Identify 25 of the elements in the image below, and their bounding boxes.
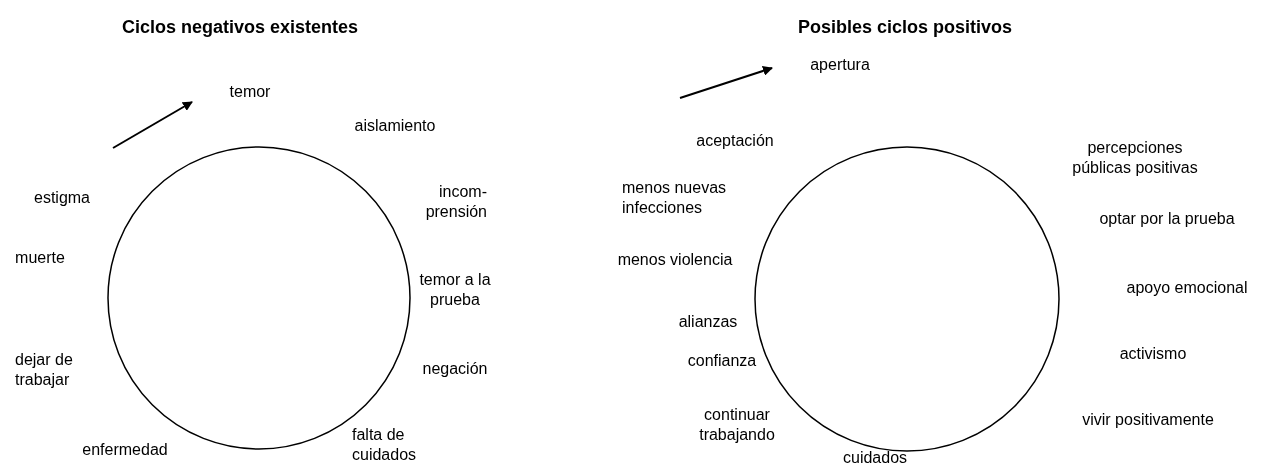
cycle-label: falta de cuidados: [352, 425, 418, 465]
cycle-label: temor: [229, 82, 271, 102]
cycle-label: menos violencia: [617, 250, 733, 270]
cycle-label: optar por la prueba: [1099, 209, 1235, 229]
cycle-label: incom- prensión: [424, 182, 487, 222]
cycle-label: aceptación: [696, 131, 774, 151]
cycle-label: activismo: [1119, 344, 1187, 364]
cycle-label: dejar de trabajar: [15, 350, 74, 390]
panel-heading: Posibles ciclos positivos: [797, 15, 1013, 39]
cycle-label: muerte: [15, 248, 65, 268]
cycle-label: enfermedad: [82, 440, 168, 460]
cycle-label: percepciones públicas positivas: [1071, 138, 1199, 178]
cycle-label: alianzas: [678, 312, 738, 332]
cycle-label: negación: [422, 359, 488, 379]
cycle-label: apertura: [810, 55, 870, 75]
cycle-label: continuar trabajando: [698, 405, 776, 445]
cycle-label: vivir positivamente: [1082, 410, 1214, 430]
cycle-label: aislamiento: [354, 116, 436, 136]
cycle-label: estigma: [34, 188, 90, 208]
cycle-label: menos nuevas infecciones: [622, 178, 728, 218]
cycle-label: temor a la prueba: [418, 270, 492, 310]
panel-heading: Ciclos negativos existentes: [121, 15, 359, 39]
cycle-label: cuidados: [843, 448, 907, 468]
cycle-label: confianza: [687, 351, 757, 371]
cycle-label: apoyo emocional: [1126, 278, 1248, 298]
